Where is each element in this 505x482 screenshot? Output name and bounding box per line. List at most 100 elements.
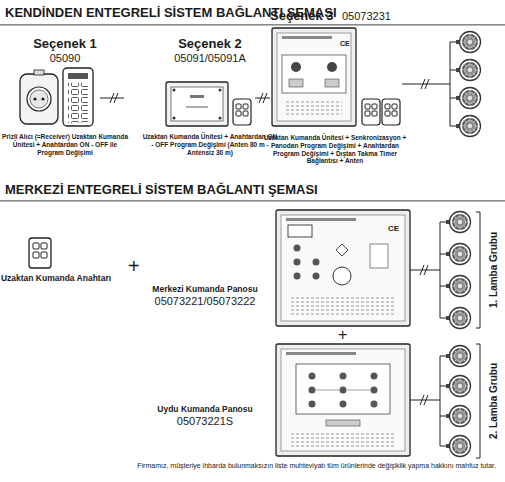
central-panel xyxy=(276,210,410,326)
satellite-panel xyxy=(326,420,360,426)
lamp-wiring xyxy=(421,79,429,89)
receiver-unit xyxy=(219,117,222,120)
remote-switch xyxy=(41,243,47,249)
lamp-wiring xyxy=(450,70,456,71)
plug-receiver xyxy=(20,74,58,124)
group-label: 1. Lamba Grubu xyxy=(487,215,501,325)
section-heading: MERKEZİ ENTEGRELİ SİSTEM BAĞLANTI ŞEMASI xyxy=(5,182,318,198)
lamp-wiring xyxy=(440,318,446,319)
satellite-panel xyxy=(309,373,316,380)
plug-receiver xyxy=(30,90,48,108)
central-panel xyxy=(286,218,356,221)
control-panel xyxy=(325,79,339,87)
lamp-wiring xyxy=(410,222,446,318)
lamp xyxy=(446,346,471,367)
control-panel xyxy=(282,36,332,39)
lamp-wiring xyxy=(450,42,451,126)
satellite-panel xyxy=(290,432,396,447)
lamp xyxy=(446,406,471,427)
lamp-wiring xyxy=(440,356,446,357)
remote-keypad xyxy=(63,68,93,126)
plug-receiver xyxy=(41,97,44,100)
central-panel xyxy=(336,244,348,256)
lamp-wiring xyxy=(450,98,456,99)
option-heading: Seçenek 1 xyxy=(0,36,130,52)
remote-switch xyxy=(33,243,39,249)
option-caption: Uzaktan Kumanda Ünitesi + Senkronizasyon… xyxy=(262,134,408,165)
option-group: Seçenek 205091/05091AUzaktan Kumanda Üni… xyxy=(140,36,280,159)
receiver-unit xyxy=(166,82,228,126)
wire-break xyxy=(110,93,118,103)
product-code: 05073231 xyxy=(342,10,391,23)
product-code: 05073221S xyxy=(140,415,270,428)
lamp-wiring xyxy=(410,400,440,401)
central-panel xyxy=(281,215,405,321)
option-heading: Seçenek 3 xyxy=(270,8,334,24)
receiver-unit xyxy=(173,117,176,120)
control-panel xyxy=(327,62,337,72)
heading-rule xyxy=(0,24,505,26)
ce-mark: CE xyxy=(340,40,350,48)
remote-keypad xyxy=(68,73,88,79)
satellite-panel xyxy=(371,387,378,394)
lamp-wiring xyxy=(440,254,446,255)
option-group: Seçenek 105090Prizli Alıcı (=Receiver) U… xyxy=(0,36,130,159)
lamp xyxy=(446,346,471,457)
lamp xyxy=(456,116,481,137)
lamp xyxy=(446,376,471,397)
remote-control xyxy=(362,99,380,125)
option-heading: Seçenek 2 xyxy=(140,36,280,52)
wire-break xyxy=(255,98,270,99)
product-code: 05073221/05073222 xyxy=(140,295,270,308)
receiver-unit xyxy=(186,106,208,108)
lamp xyxy=(456,32,481,53)
lamp-wiring xyxy=(450,126,456,127)
remote-control xyxy=(362,99,400,125)
satellite-panel xyxy=(340,387,347,394)
remote-control xyxy=(233,99,251,125)
control-panel xyxy=(291,62,301,72)
satellite-panel xyxy=(296,364,390,414)
satellite-panel xyxy=(340,373,347,380)
receiver-unit xyxy=(166,82,228,126)
central-panel xyxy=(294,273,301,280)
lamp-wiring xyxy=(420,395,428,405)
satellite-panel xyxy=(340,401,347,408)
lamp xyxy=(456,88,481,109)
control-panel xyxy=(277,33,351,121)
remote-keypad xyxy=(63,68,93,126)
device-label: Merkezi Kumanda Panosu xyxy=(140,284,270,294)
product-code: 05091/05091A xyxy=(140,52,280,65)
lamp-wiring xyxy=(402,84,450,85)
plug-receiver xyxy=(27,87,51,111)
group-bracket xyxy=(476,344,480,458)
lamp-wiring xyxy=(440,386,446,387)
central-panel xyxy=(294,245,301,252)
heading-rule xyxy=(0,24,505,202)
control-panel xyxy=(272,28,356,126)
satellite-panel xyxy=(286,352,356,355)
lamp xyxy=(446,244,471,265)
plug-receiver xyxy=(34,70,44,75)
control-panel xyxy=(272,28,356,126)
lamp-wiring xyxy=(440,446,446,447)
control-panel xyxy=(282,55,346,93)
central-panel xyxy=(294,259,301,266)
satellite-panel xyxy=(371,401,378,408)
lamp xyxy=(446,308,471,329)
lamp xyxy=(456,32,481,137)
group-label: 2. Lamba Grubu xyxy=(487,346,501,456)
satellite-panel xyxy=(276,344,410,456)
lamp-wiring xyxy=(410,270,440,271)
remote-keypad xyxy=(68,83,88,123)
lamp-wiring xyxy=(440,416,446,417)
plus-sign: + xyxy=(338,327,347,343)
group-bracket xyxy=(476,344,480,458)
satellite-panel xyxy=(371,373,378,380)
satellite-panel xyxy=(281,349,405,451)
lamp-wiring xyxy=(450,42,456,43)
remote-switch xyxy=(33,252,39,258)
remote-control xyxy=(382,99,400,125)
central-panel xyxy=(333,267,351,285)
lamp-wiring xyxy=(440,286,446,287)
